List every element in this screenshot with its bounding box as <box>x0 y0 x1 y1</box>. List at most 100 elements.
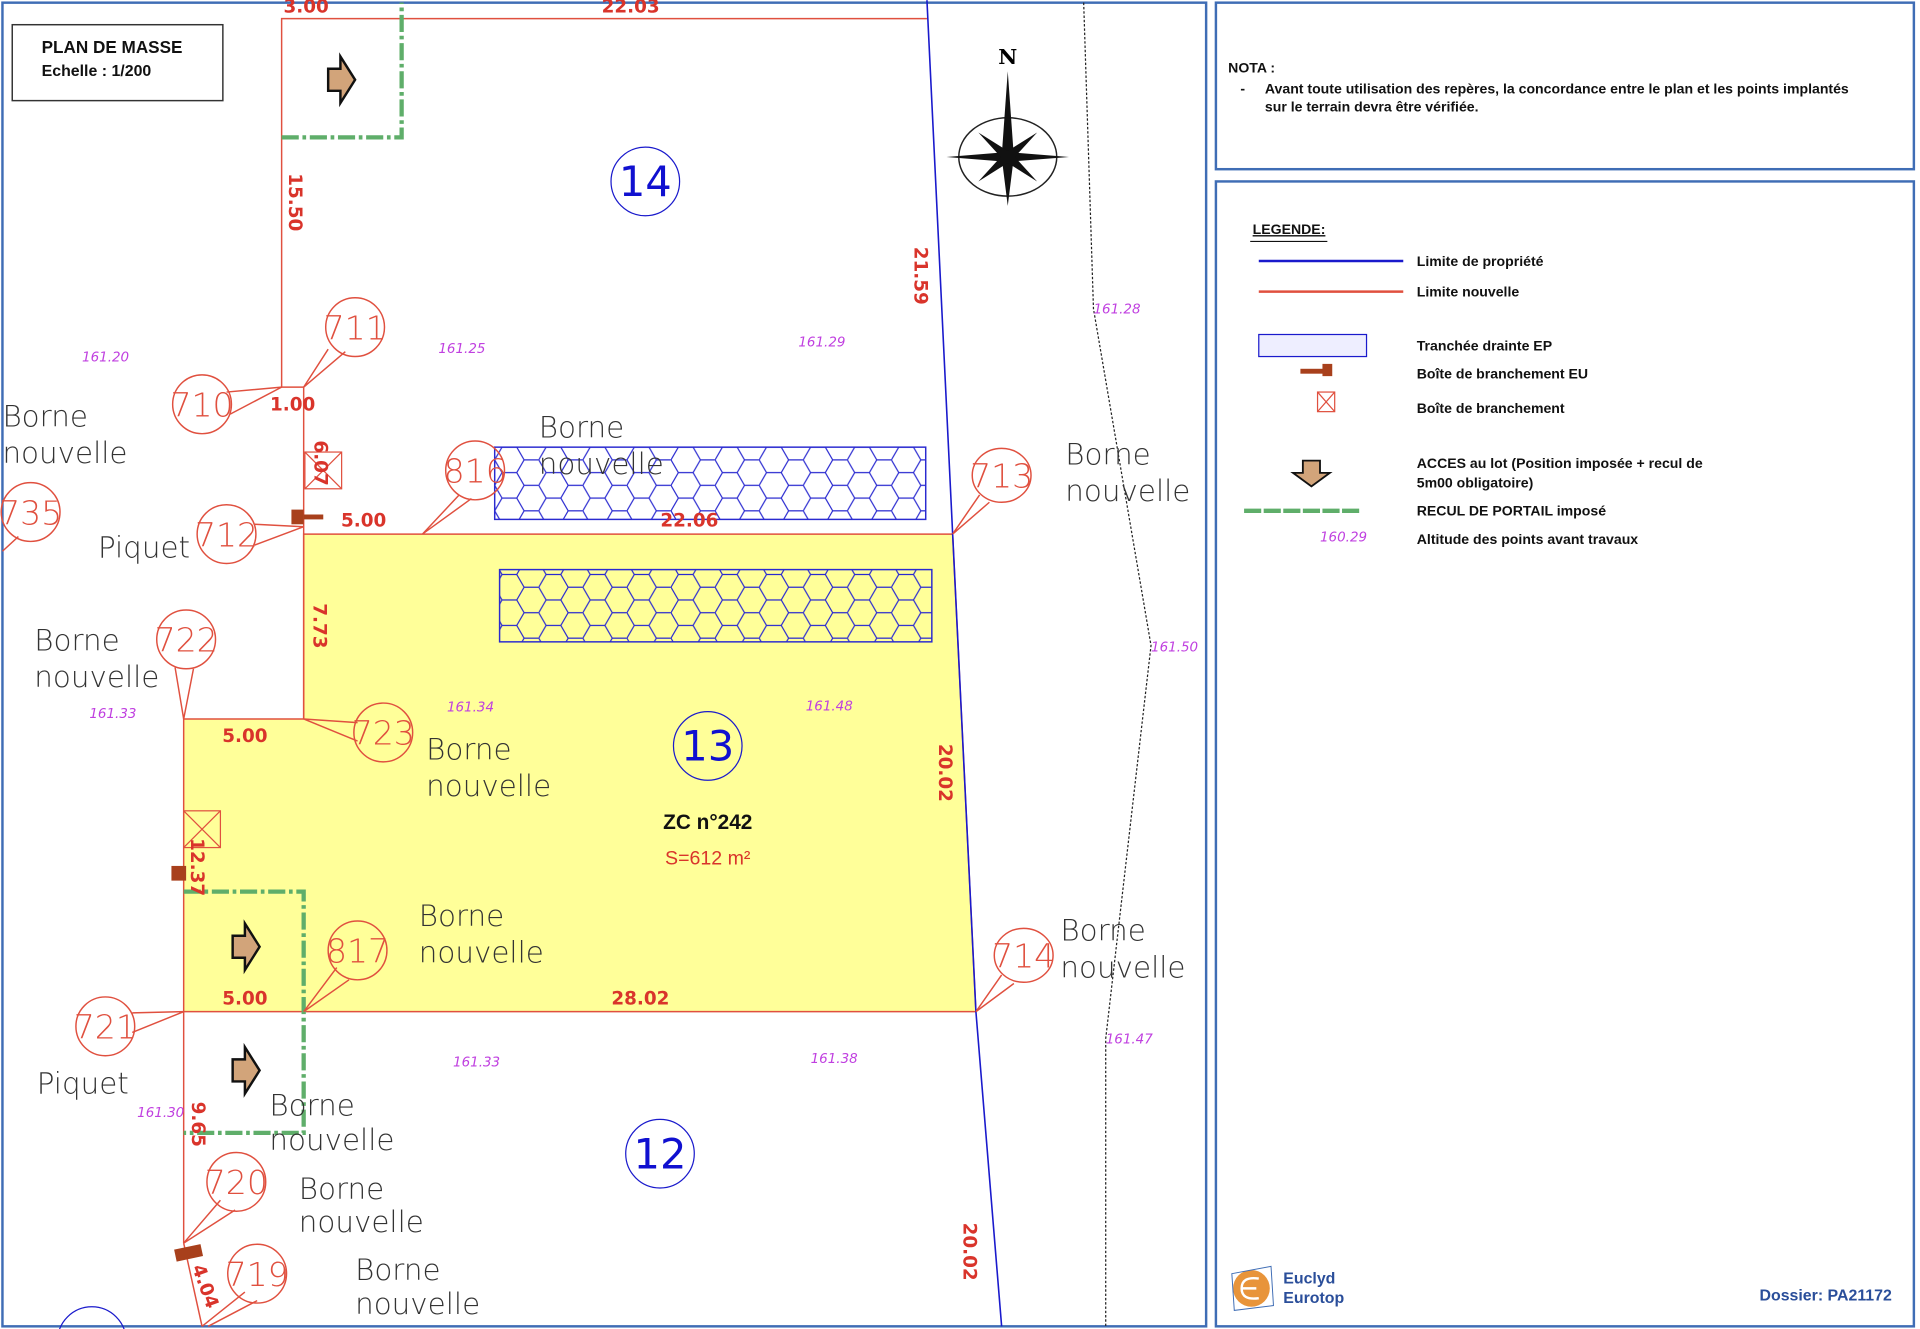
dimension-label: 9.65 <box>187 1102 208 1147</box>
point-number[interactable]: 720 <box>205 1163 268 1202</box>
point-number[interactable]: 713 <box>970 457 1033 496</box>
nota-text: Avant toute utilisation des repères, la … <box>1265 80 1849 96</box>
svg-text:161.50: 161.50 <box>1151 641 1198 656</box>
point-leaders <box>1 348 1015 1327</box>
dimension-label: 22.06 <box>660 511 718 532</box>
compass-rose-icon <box>946 71 1069 206</box>
parcel-surface: S=612 m² <box>665 848 751 870</box>
dotted-boundary <box>1083 2 1152 1327</box>
eu-box-icon <box>1300 363 1333 377</box>
point-number[interactable]: 817 <box>326 932 389 971</box>
svg-text:161.28: 161.28 <box>1093 303 1140 318</box>
point-number[interactable]: 710 <box>171 386 234 425</box>
legend-panel: LEGENDE: Limite de propriété Limite nouv… <box>1214 180 1916 1328</box>
legend-label: Boîte de branchement EU <box>1417 366 1588 382</box>
lot-circle-partial <box>59 1306 125 1329</box>
north-label: N <box>998 44 1017 69</box>
svg-text:161.48: 161.48 <box>806 699 853 714</box>
point-number[interactable]: 722 <box>155 621 218 660</box>
hexagon-hatch-icon <box>1258 333 1368 358</box>
legend-title: LEGENDE: <box>1253 221 1326 237</box>
point-number[interactable]: 711 <box>324 308 387 347</box>
svg-text:Piquet: Piquet <box>98 530 190 564</box>
dimension-label: 28.02 <box>611 988 669 1009</box>
dimension-label: 3.00 <box>283 0 328 17</box>
dimension-label: 20.02 <box>934 744 955 802</box>
legend-label: Limite nouvelle <box>1417 284 1520 300</box>
svg-text:161.33: 161.33 <box>453 1056 500 1071</box>
drainage-trench <box>498 568 933 643</box>
eu-box-icon <box>174 1244 204 1262</box>
point-number[interactable]: 723 <box>352 714 415 753</box>
elevation-sample: 160.29 <box>1320 530 1367 545</box>
nota-panel: NOTA : - Avant toute utilisation des rep… <box>1214 1 1916 171</box>
dimension-label: 5.00 <box>222 988 267 1009</box>
dimension-label: 22.03 <box>602 0 660 17</box>
svg-text:161.38: 161.38 <box>811 1052 858 1067</box>
dimension-label: 12.37 <box>186 838 207 896</box>
dimension-label: 7.73 <box>308 603 329 648</box>
svg-text:161.33: 161.33 <box>89 707 136 722</box>
drainage-trench <box>493 446 927 521</box>
legend-label: ACCES au lot (Position imposée + recul d… <box>1417 455 1703 471</box>
dimension-label: 5.00 <box>222 726 267 747</box>
svg-text:Eurotop: Eurotop <box>1283 1290 1344 1307</box>
point-number[interactable]: 714 <box>992 937 1055 976</box>
down-arrow-icon <box>1290 459 1333 488</box>
legend-label: 5m00 obligatoire) <box>1417 475 1534 491</box>
survey-points: 711 710 816 712 735 713 722 723 817 714 … <box>0 297 1055 1304</box>
point-number[interactable]: 719 <box>226 1255 289 1294</box>
lot-number: 14 <box>619 157 672 206</box>
svg-text:161.34: 161.34 <box>447 701 494 716</box>
svg-text:-: - <box>1240 80 1245 96</box>
point-number[interactable]: 721 <box>74 1008 137 1047</box>
dimension-label: 5.00 <box>341 511 386 532</box>
plan-title: PLAN DE MASSE <box>42 37 183 57</box>
legend-label: Limite de propriété <box>1417 253 1544 269</box>
svg-text:161.30: 161.30 <box>137 1106 184 1121</box>
svg-text:161.29: 161.29 <box>798 336 845 351</box>
svg-text:161.20: 161.20 <box>82 350 129 365</box>
euclyd-eurotop-logo: Euclyd Eurotop <box>1231 1265 1345 1311</box>
crossed-box-icon <box>304 451 343 490</box>
point-number[interactable]: 735 <box>0 493 62 532</box>
eu-box-icon <box>291 509 324 525</box>
elevation-points: 161.20 161.25 161.29 161.28 161.50 161.3… <box>82 303 1198 1121</box>
legend-label: Boîte de branchement <box>1417 400 1565 416</box>
svg-text:Piquet: Piquet <box>37 1067 129 1101</box>
crossed-box-icon <box>1316 391 1336 413</box>
svg-text:Euclyd: Euclyd <box>1283 1270 1335 1287</box>
svg-text:161.47: 161.47 <box>1106 1032 1154 1047</box>
legend-label: Altitude des points avant travaux <box>1417 531 1639 547</box>
lot-14[interactable]: 14 <box>610 146 681 217</box>
lot-number: 12 <box>634 1129 687 1178</box>
dimension-label: 6.07 <box>310 440 331 485</box>
dimension-label: 15.50 <box>284 173 305 231</box>
legend-label: RECUL DE PORTAIL imposé <box>1417 503 1606 519</box>
lot-13[interactable]: 13 <box>672 711 743 781</box>
lot-12[interactable]: 12 <box>625 1118 695 1189</box>
property-limit-line <box>926 0 1003 1327</box>
nota-text: sur le terrain devra être vérifiée. <box>1265 99 1479 115</box>
point-number[interactable]: 712 <box>195 515 258 554</box>
title-block: PLAN DE MASSE Echelle : 1/200 <box>11 23 224 102</box>
lot-number: 13 <box>681 722 734 771</box>
parcel-ref: ZC n°242 <box>663 811 752 834</box>
nota-title: NOTA : <box>1228 59 1275 75</box>
dimension-label: 20.02 <box>959 1223 980 1281</box>
point-number[interactable]: 816 <box>444 452 507 491</box>
portail-recul-lines <box>183 2 404 1136</box>
plan-scale: Echelle : 1/200 <box>42 63 152 80</box>
dossier-number: Dossier: PA21172 <box>1759 1288 1891 1305</box>
